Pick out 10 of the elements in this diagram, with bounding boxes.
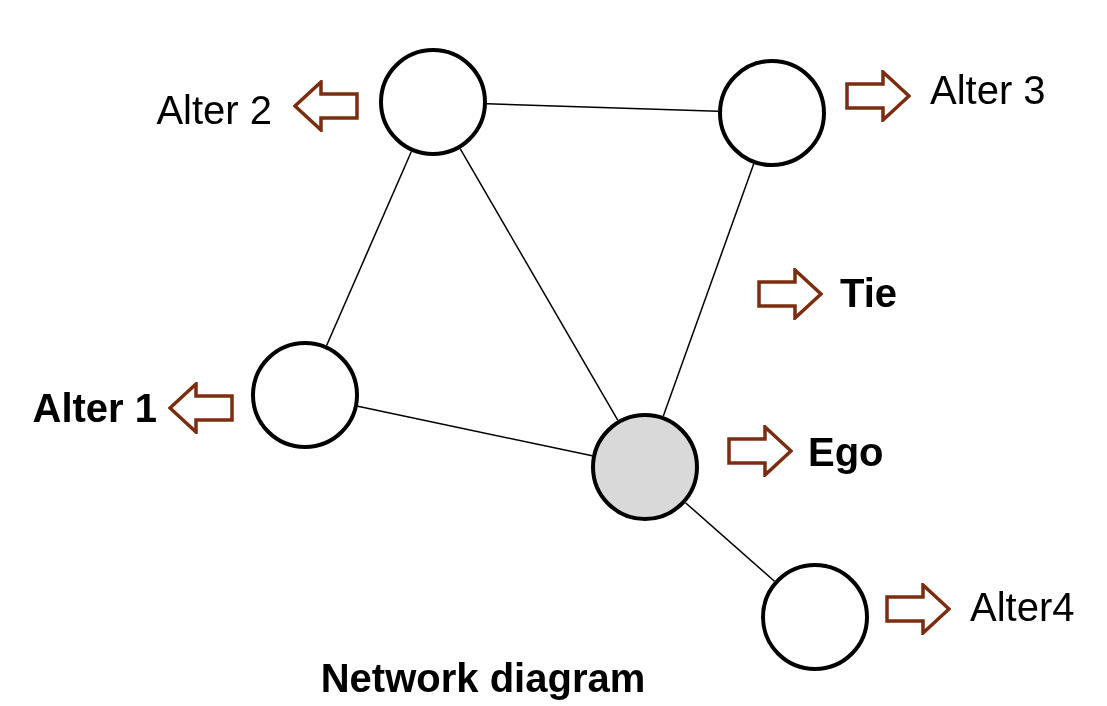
tie-line [684,502,776,582]
node-label: Alter 3 [930,70,1046,110]
node-label: Alter 1 [32,388,157,428]
node-label: Ego [808,432,884,472]
tie-line [486,103,719,112]
node-label: Alter4 [970,587,1075,627]
node-label: Alter 2 [156,90,272,130]
tie-label: Tie [840,273,898,313]
caption: Network diagram [320,658,646,698]
tie-line [459,147,619,422]
